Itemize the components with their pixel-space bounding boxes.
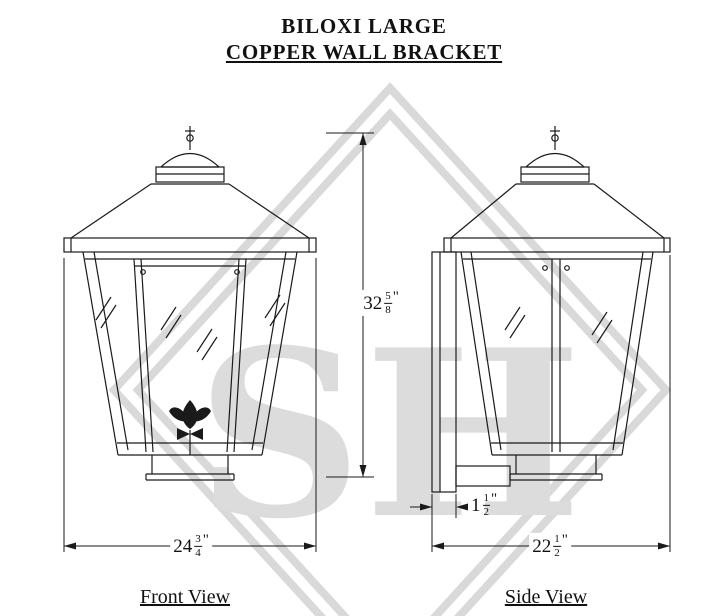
- front-view-label: Front View: [139, 586, 231, 608]
- front-glass-reflections: [95, 294, 286, 361]
- height-fraction: 5 8: [384, 289, 392, 316]
- side-glass-reflections: [504, 306, 613, 344]
- page-title-line1: BILOXI LARGE: [281, 14, 447, 38]
- front-roof: [70, 183, 310, 239]
- side-depth-dimension-label: 22 1 2 ": [529, 531, 571, 560]
- side-finial: [550, 126, 560, 150]
- height-unit: ": [392, 288, 399, 305]
- front-width-whole: 24: [173, 535, 193, 557]
- front-view-drawing: [63, 126, 317, 481]
- front-width-dimension-label: 24 3 4 ": [170, 531, 212, 560]
- front-base: [145, 455, 235, 481]
- bracket-depth-dimension: [410, 494, 468, 518]
- bracket-depth-unit: ": [491, 490, 498, 507]
- wall-bracket-plate: [431, 251, 511, 493]
- side-base: [509, 455, 603, 481]
- side-cap-dome: [520, 153, 590, 183]
- page-title-line2: COPPER WALL BRACKET: [225, 40, 503, 65]
- watermark-diamonds: [108, 82, 672, 616]
- side-roof: [450, 183, 665, 239]
- side-depth-unit: ": [561, 531, 568, 548]
- front-burner-flame: [169, 400, 211, 455]
- front-cap-dome: [155, 153, 225, 183]
- side-depth-whole: 22: [532, 535, 552, 557]
- side-view-label: Side View: [504, 586, 588, 608]
- bracket-depth-fraction: 1 2: [482, 491, 490, 518]
- front-finial: [185, 126, 195, 150]
- watermark-text: SH: [196, 300, 583, 570]
- height-whole: 32: [363, 292, 383, 314]
- front-eave-band: [63, 237, 317, 253]
- title-block: BILOXI LARGE COPPER WALL BRACKET: [0, 13, 728, 66]
- bracket-depth-whole: 1: [471, 494, 481, 516]
- front-width-fraction: 3 4: [194, 532, 202, 559]
- front-width-unit: ": [202, 531, 209, 548]
- side-body-frame: [460, 251, 654, 456]
- bracket-depth-dimension-label: 1 1 2 ": [470, 490, 498, 518]
- front-door-frame: [133, 258, 247, 453]
- side-eave-band: [443, 237, 671, 253]
- side-view-drawing: [431, 126, 671, 493]
- height-dimension-label: 32 5 8 ": [360, 288, 402, 317]
- side-depth-fraction: 1 2: [553, 532, 561, 559]
- side-center-post: [542, 259, 570, 452]
